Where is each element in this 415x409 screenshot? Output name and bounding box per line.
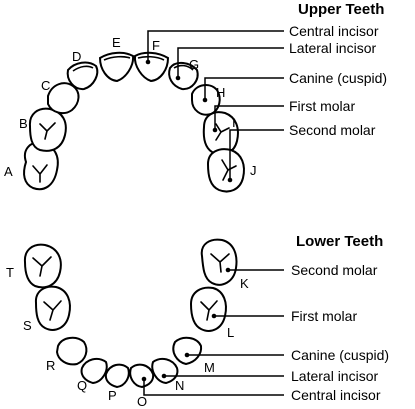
lower-letter-l: L (227, 325, 234, 340)
upper-arch (23, 51, 245, 193)
lower-label-first-molar: First molar (291, 308, 357, 324)
lower-tooth-t (23, 243, 62, 289)
lower-tooth-m (172, 336, 203, 366)
lower-label-canine: Canine (cuspid) (291, 347, 389, 363)
upper-letter-h: H (216, 85, 225, 100)
upper-tooth-c (47, 82, 80, 115)
lower-letter-m: M (204, 360, 215, 375)
upper-letter-f: F (152, 38, 160, 53)
upper-leader-lines (145, 30, 284, 183)
lower-leader-lines (141, 267, 284, 396)
upper-tooth-g (168, 62, 199, 91)
lower-label-central-incisor: Central incisor (291, 387, 381, 403)
lower-tooth-k (200, 238, 238, 286)
upper-tooth-b (28, 107, 67, 152)
upper-letter-c: C (41, 78, 50, 93)
upper-letter-d: D (72, 49, 81, 64)
lower-tooth-s (34, 285, 71, 331)
upper-label-lateral-incisor: Lateral incisor (289, 40, 376, 56)
upper-teeth-title: Upper Teeth (298, 1, 384, 18)
lower-tooth-l (189, 286, 227, 332)
lower-tooth-q (80, 357, 108, 385)
lower-letter-o: O (137, 394, 147, 409)
lower-letter-p: P (108, 388, 117, 403)
upper-label-canine: Canine (cuspid) (289, 70, 387, 86)
lower-letter-k: K (240, 276, 249, 291)
upper-tooth-e (98, 51, 135, 83)
lower-tooth-p (104, 363, 130, 389)
lower-label-lateral-incisor: Lateral incisor (291, 368, 378, 384)
lower-letter-r: R (46, 358, 55, 373)
lower-label-second-molar: Second molar (291, 262, 378, 278)
upper-letter-e: E (112, 35, 121, 50)
upper-label-central-incisor: Central incisor (289, 23, 379, 39)
lower-tooth-o (129, 363, 155, 389)
upper-tooth-j (206, 148, 245, 193)
upper-letter-i: I (232, 115, 236, 130)
upper-label-first-molar: First molar (289, 98, 355, 114)
lower-letter-n: N (175, 378, 184, 393)
lower-teeth-title: Lower Teeth (296, 233, 383, 250)
lower-tooth-r (55, 336, 88, 366)
lower-letter-t: T (6, 265, 14, 280)
upper-letter-a: A (4, 164, 13, 179)
lower-arch (23, 238, 238, 389)
upper-tooth-f (133, 51, 170, 83)
upper-letter-j: J (250, 163, 257, 178)
upper-letter-b: B (19, 116, 28, 131)
upper-label-second-molar: Second molar (289, 122, 376, 138)
lower-tooth-n (151, 357, 179, 385)
lower-letter-q: Q (77, 378, 87, 393)
upper-letter-g: G (189, 57, 199, 72)
lower-letter-s: S (23, 318, 32, 333)
upper-tooth-d (66, 61, 99, 91)
